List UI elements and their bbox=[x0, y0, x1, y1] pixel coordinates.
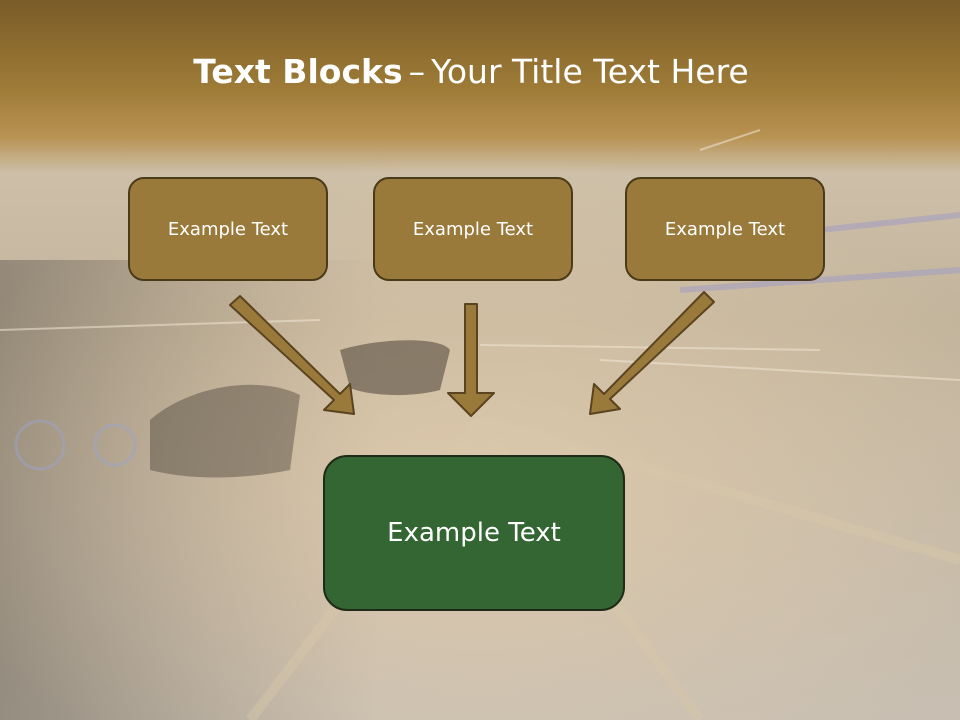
text-block-center: Example Text bbox=[373, 177, 573, 281]
title-rest: Your Title Text Here bbox=[431, 52, 749, 91]
text-block-left-label: Example Text bbox=[167, 218, 289, 240]
text-block-right: Example Text bbox=[625, 177, 825, 281]
slide-title: Text Blocks–Your Title Text Here bbox=[0, 52, 942, 91]
arrow-center-to-bottom bbox=[447, 303, 495, 417]
title-dash: – bbox=[408, 52, 426, 91]
arrow-left-to-bottom bbox=[229, 295, 355, 415]
text-block-bottom-label: Example Text bbox=[387, 518, 561, 548]
arrow-right-to-bottom bbox=[589, 291, 715, 415]
text-block-bottom: Example Text bbox=[323, 455, 625, 611]
title-bold: Text Blocks bbox=[193, 52, 403, 91]
text-block-left: Example Text bbox=[128, 177, 328, 281]
text-block-right-label: Example Text bbox=[664, 218, 786, 240]
text-block-center-label: Example Text bbox=[412, 218, 534, 240]
